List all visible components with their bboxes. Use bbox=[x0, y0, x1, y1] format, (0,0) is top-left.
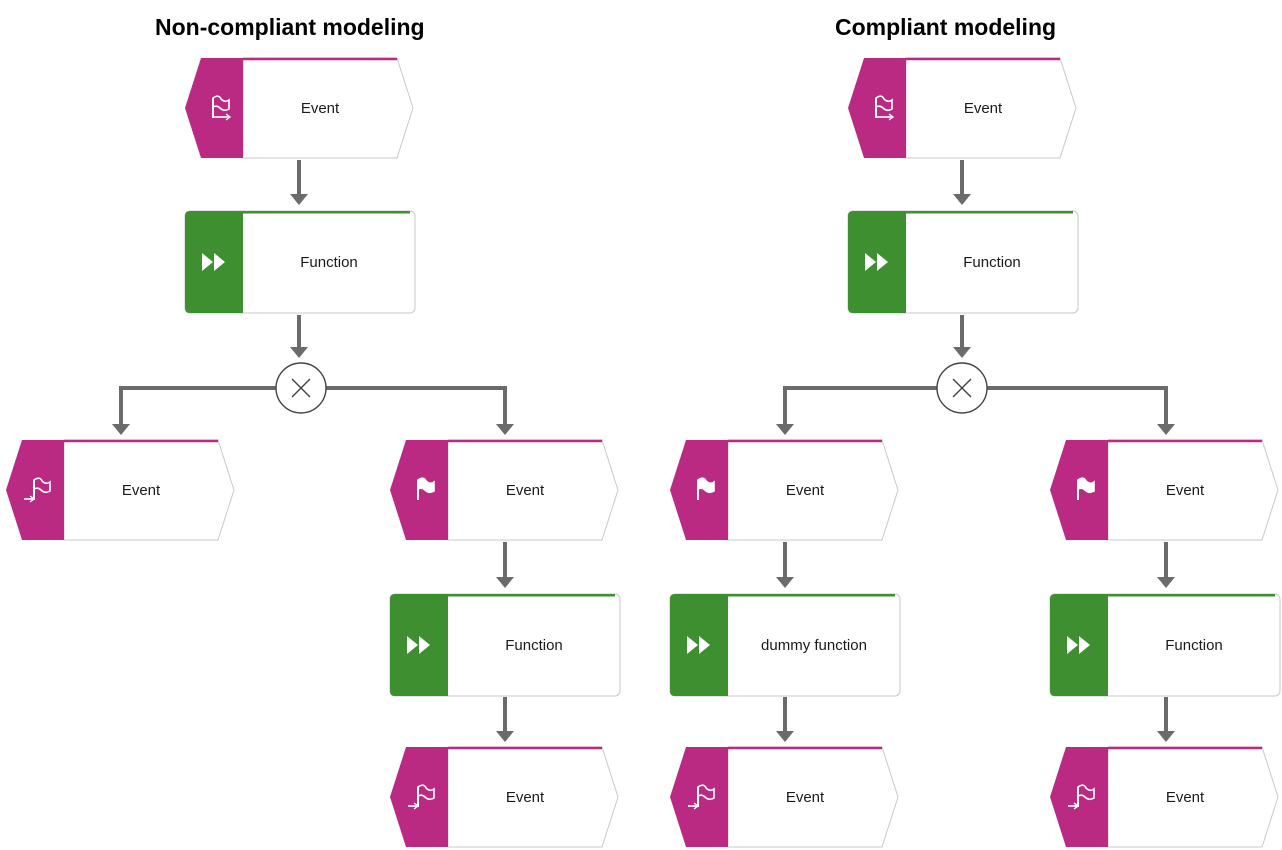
c-branch-right-event-label: Event bbox=[1166, 482, 1205, 499]
arrow-head bbox=[496, 731, 514, 742]
c-branch-right-end-event[interactable]: Event bbox=[1050, 746, 1279, 848]
arrow-head bbox=[953, 347, 971, 358]
c-start-event[interactable]: Event bbox=[848, 57, 1077, 159]
arrow-head bbox=[776, 424, 794, 435]
c-branch-right-event[interactable]: Event bbox=[1050, 439, 1279, 541]
c-xor-connector[interactable] bbox=[936, 362, 988, 414]
nc-branch-left-event-label: Event bbox=[122, 482, 161, 499]
flag-end-icon bbox=[688, 784, 715, 810]
c-branch-left-event[interactable]: Event bbox=[670, 439, 899, 541]
arrow-head bbox=[1157, 577, 1175, 588]
c-branch-right-function[interactable]: Function bbox=[1049, 593, 1281, 697]
c-branch-right-function-label: Function bbox=[1165, 637, 1223, 654]
branch-connector bbox=[783, 386, 937, 426]
nc-branch-right-end-event[interactable]: Event bbox=[390, 746, 619, 848]
arrow-head bbox=[496, 577, 514, 588]
c-branch-right-end-event-label: Event bbox=[1166, 789, 1205, 806]
c-branch-left-function[interactable]: dummy function bbox=[669, 593, 901, 697]
nc-branch-right-end-event-label: Event bbox=[506, 789, 545, 806]
flag-start-icon bbox=[875, 95, 895, 121]
fast-forward-icon bbox=[202, 253, 225, 271]
nc-start-event-label: Event bbox=[301, 100, 340, 117]
nc-branch-right-function[interactable]: Function bbox=[389, 593, 621, 697]
fast-forward-icon bbox=[407, 636, 430, 654]
flag-icon bbox=[417, 477, 435, 500]
fast-forward-icon bbox=[687, 636, 710, 654]
connector-lines bbox=[112, 160, 1175, 742]
c-branch-left-end-event[interactable]: Event bbox=[670, 746, 899, 848]
flag-icon bbox=[697, 477, 715, 500]
nc-branch-right-event-label: Event bbox=[506, 482, 545, 499]
fast-forward-icon bbox=[865, 253, 888, 271]
c-branch-left-function-label: dummy function bbox=[761, 637, 867, 654]
nc-branch-right-event[interactable]: Event bbox=[390, 439, 619, 541]
arrow-head bbox=[953, 194, 971, 205]
c-start-event-label: Event bbox=[964, 100, 1003, 117]
branch-connector bbox=[326, 386, 507, 426]
flag-icon bbox=[1077, 477, 1095, 500]
flag-end-icon bbox=[1068, 784, 1095, 810]
xor-connector-icon bbox=[952, 378, 972, 398]
flag-end-icon bbox=[24, 477, 51, 503]
arrow-head bbox=[776, 731, 794, 742]
nc-function[interactable]: Function bbox=[184, 210, 416, 314]
arrow-head bbox=[776, 577, 794, 588]
arrow-head bbox=[1157, 424, 1175, 435]
flag-end-icon bbox=[408, 784, 435, 810]
fast-forward-icon bbox=[1067, 636, 1090, 654]
nc-branch-right-function-label: Function bbox=[505, 637, 563, 654]
arrow-head bbox=[290, 194, 308, 205]
compliant-title: Compliant modeling bbox=[835, 14, 1057, 40]
c-function[interactable]: Function bbox=[847, 210, 1079, 314]
nc-xor-connector[interactable] bbox=[275, 362, 327, 414]
branch-connector bbox=[119, 386, 276, 426]
c-branch-left-end-event-label: Event bbox=[786, 789, 825, 806]
arrow-head bbox=[112, 424, 130, 435]
nc-function-label: Function bbox=[300, 254, 358, 271]
arrow-head bbox=[290, 347, 308, 358]
nc-branch-left-event[interactable]: Event bbox=[6, 439, 235, 541]
non-compliant-title: Non-compliant modeling bbox=[155, 14, 425, 40]
arrow-head bbox=[1157, 731, 1175, 742]
xor-connector-icon bbox=[291, 378, 311, 398]
arrow-head bbox=[496, 424, 514, 435]
c-branch-left-event-label: Event bbox=[786, 482, 825, 499]
branch-connector bbox=[987, 386, 1168, 426]
c-function-label: Function bbox=[963, 254, 1021, 271]
nc-start-event[interactable]: Event bbox=[185, 57, 414, 159]
flag-start-icon bbox=[212, 95, 232, 121]
